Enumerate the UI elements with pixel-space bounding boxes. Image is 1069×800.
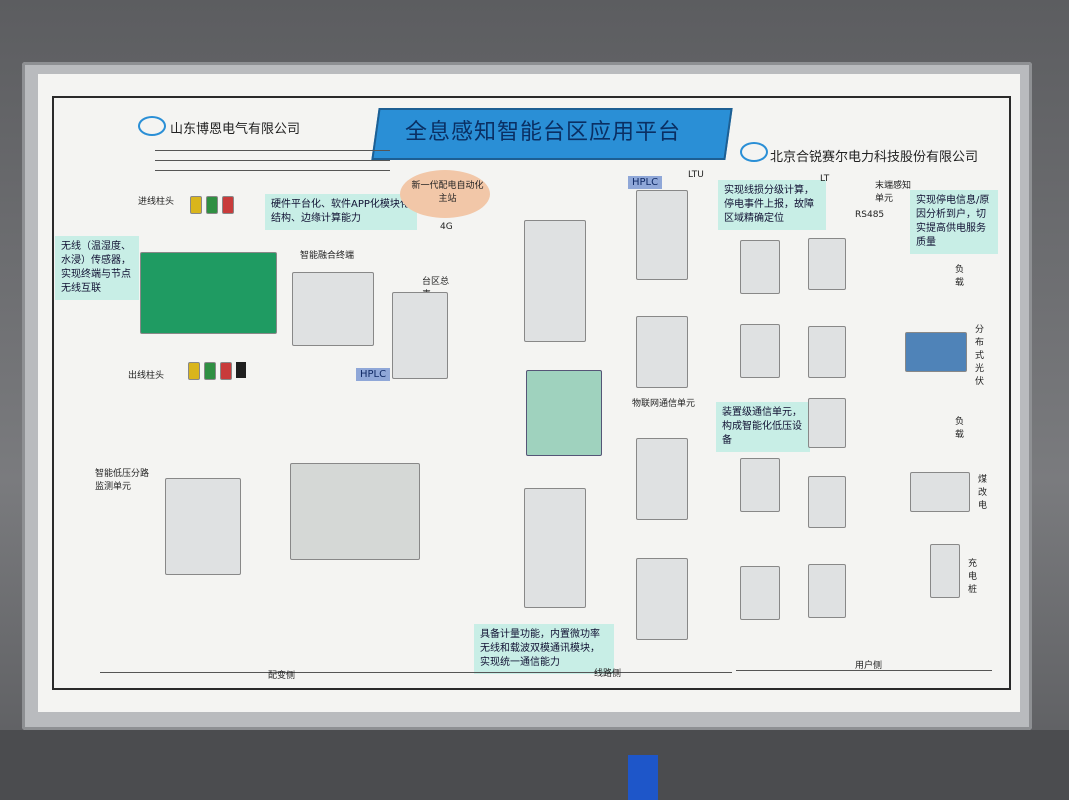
high-voltage-line: [155, 150, 390, 151]
high-voltage-line: [155, 170, 390, 171]
breaker-device: [524, 220, 586, 342]
charging-pile-icon: [930, 544, 960, 598]
fuse-black-icon: [236, 362, 246, 378]
left-company-name: 山东博恩电气有限公司: [170, 122, 301, 137]
high-voltage-line: [155, 160, 390, 161]
load-label: 负载: [955, 265, 965, 288]
line-side-label: 线路侧: [594, 669, 622, 679]
charging-label: 充电桩: [968, 559, 978, 595]
fusion-terminal-device: [292, 272, 374, 346]
area-meter-device: [392, 292, 448, 379]
hplc-badge: HPLC: [356, 368, 391, 381]
board-border: [52, 96, 1011, 690]
cloud-bubble-icon: [400, 170, 490, 218]
fuse-red-icon: [220, 362, 232, 380]
user-breaker: [740, 240, 780, 294]
user-meter: [808, 476, 846, 528]
user-meter: [808, 326, 846, 378]
ltu-breaker: [636, 316, 688, 388]
inline-pole-label: 进线柱头: [138, 197, 175, 207]
ltu-breaker: [636, 190, 688, 280]
user-meter: [808, 238, 846, 290]
hw-soft-note: 硬件平台化、软件APP化模块化结构、边缘计算能力: [265, 194, 417, 230]
flag-icon: [628, 755, 658, 800]
pv-label: 分布式光伏: [975, 325, 985, 387]
ltu-breaker: [636, 438, 688, 520]
end-sensing-label: 末端感知单元: [875, 181, 912, 204]
ltu-label: LTU: [688, 170, 704, 180]
user-breaker: [740, 324, 780, 378]
ltu-breaker: [636, 558, 688, 640]
right-logo-icon: [740, 142, 768, 162]
solar-panel-icon: [905, 332, 967, 372]
load-label: 负载: [955, 417, 965, 440]
user-meter: [808, 564, 846, 618]
outline-pole-label: 出线柱头: [128, 371, 165, 381]
transformer-icon: [140, 252, 277, 334]
breaker-device: [524, 488, 586, 608]
metering-note: 具备计量功能，内置微功率无线和载波双模通讯模块，实现统一通信能力: [474, 624, 614, 674]
low-voltage-breaker: [165, 478, 241, 575]
distribution-cabinet: [290, 463, 420, 560]
section-line: [462, 672, 732, 673]
user-breaker: [740, 566, 780, 620]
fuse-green-icon: [204, 362, 216, 380]
fuse-yellow-icon: [188, 362, 200, 380]
user-meter: [808, 398, 846, 448]
air-conditioner-icon: [910, 472, 970, 512]
fuse-green-icon: [206, 196, 218, 214]
fuse-yellow-icon: [190, 196, 202, 214]
lt-label: LT: [820, 174, 830, 184]
device-comm-note: 装置级通信单元，构成智能化低压设备: [716, 402, 810, 452]
floor-area: [0, 730, 1069, 800]
ring-cabinet-device: [526, 370, 602, 456]
cloud-label: 新一代配电自动化主站: [411, 181, 484, 204]
fuse-red-icon: [222, 196, 234, 214]
wireless-note: 无线（温湿度、水浸）传感器，实现终端与节点无线互联: [55, 236, 139, 300]
user-breaker: [740, 458, 780, 512]
low-voltage-label: 智能低压分路监测单元: [95, 469, 150, 492]
line-loss-note: 实现线损分级计算，停电事件上报，故障区域精确定位: [718, 180, 826, 230]
right-company-name: 北京合锐赛尔电力科技股份有限公司: [770, 150, 979, 165]
user-side-label: 用户侧: [855, 661, 883, 671]
coal-to-power-label: 煤改电: [978, 475, 988, 511]
left-logo-icon: [138, 116, 166, 136]
fusion-terminal-label: 智能融合终端: [300, 251, 355, 261]
hplc-badge: HPLC: [628, 176, 663, 189]
outage-note: 实现停电信息/原因分析到户，切实提高供电服务质量: [910, 190, 998, 254]
page-title: 全息感知智能台区应用平台: [405, 120, 682, 145]
section-line: [736, 670, 992, 671]
distribution-side-label: 配变侧: [268, 671, 296, 681]
rs485-label: RS485: [855, 210, 885, 220]
iot-comm-label: 物联网通信单元: [632, 399, 696, 409]
section-line: [100, 672, 462, 673]
lan-label: 4G: [440, 222, 453, 232]
